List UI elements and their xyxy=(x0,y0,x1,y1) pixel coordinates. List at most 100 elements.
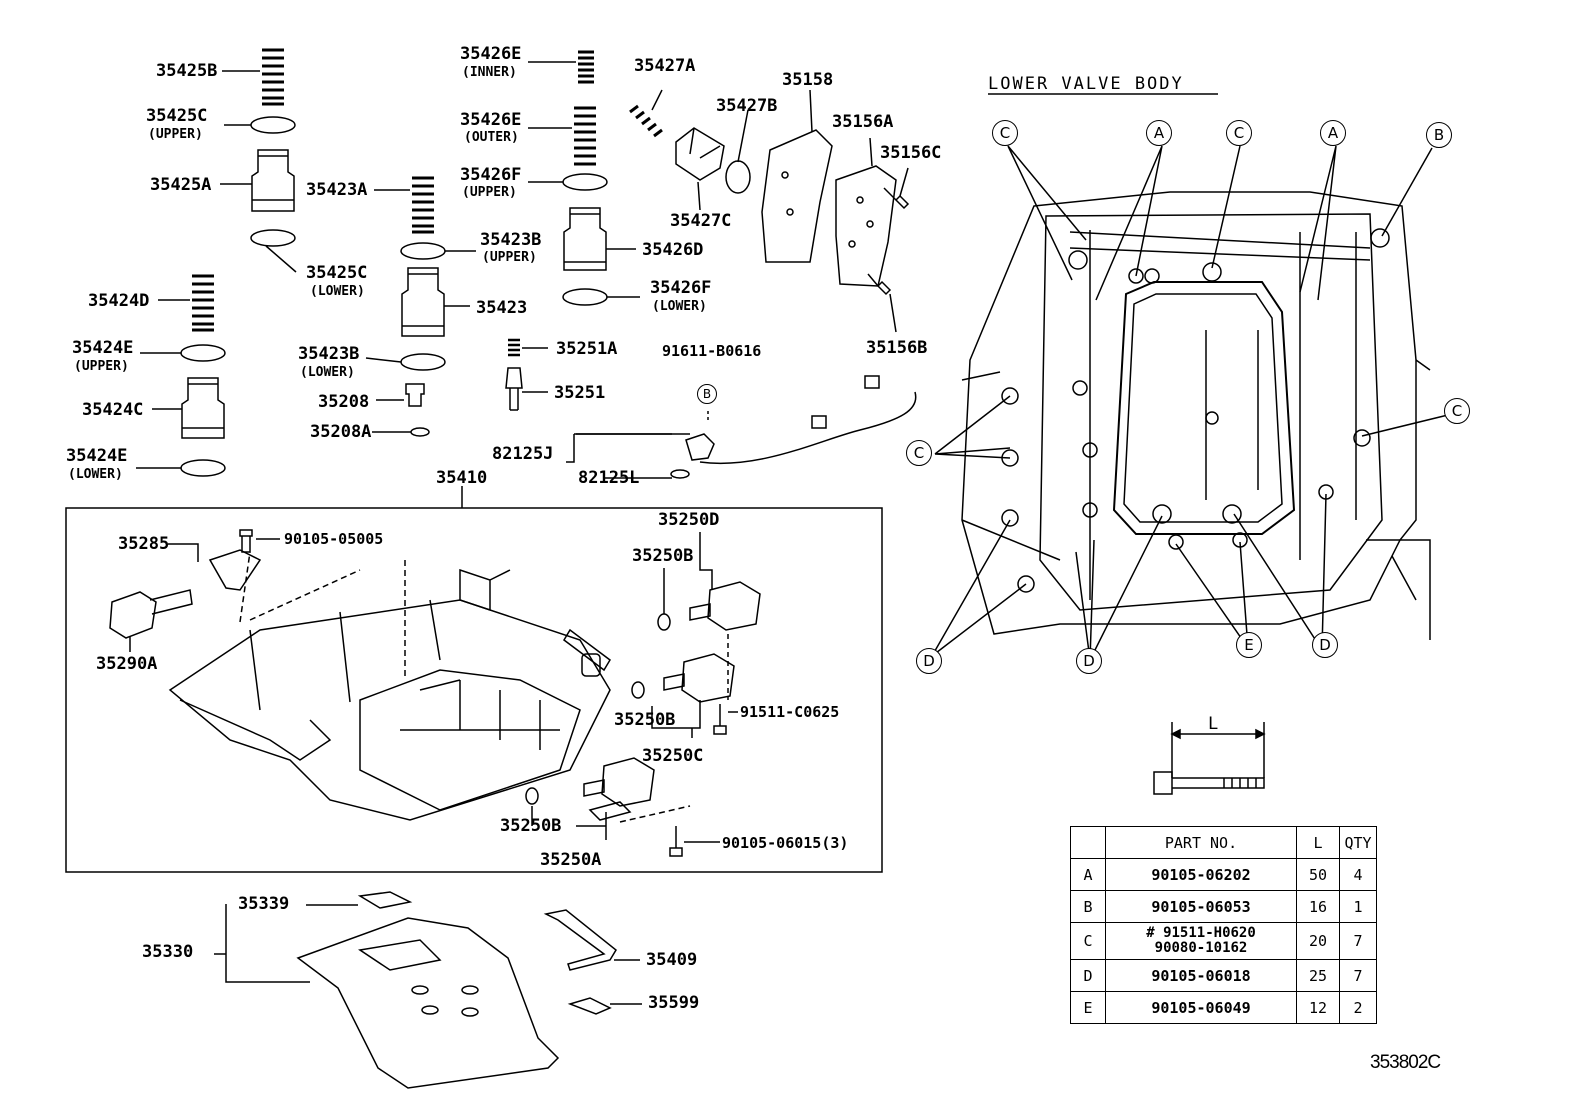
bolt-91511-C0625 xyxy=(713,704,738,735)
label-35423B-lower-note: (LOWER) xyxy=(300,365,355,380)
plate-35158 xyxy=(761,89,833,263)
assembly-box-35410 xyxy=(65,507,883,873)
label-35250C: 35250C xyxy=(642,746,704,766)
label-35425C-upper-note: (UPPER) xyxy=(148,127,203,142)
label-35426E-outer: 35426E xyxy=(460,110,522,130)
header-part-no: PART NO. xyxy=(1105,826,1297,859)
callout-c-left: C xyxy=(906,440,932,466)
callout-e: E xyxy=(1236,632,1262,658)
oring-35423B-lower xyxy=(365,353,446,371)
callout-a-top-right: A xyxy=(1320,120,1346,146)
label-35426D: 35426D xyxy=(642,240,704,260)
table-row: D 90105-06018 25 7 xyxy=(1070,959,1377,992)
callout-b-marker: B xyxy=(697,384,717,404)
label-35425C-upper: 35425C xyxy=(146,106,208,126)
label-35426F-lower-note: (LOWER) xyxy=(652,299,707,314)
label-82125J: 82125J xyxy=(492,444,554,464)
callout-c-right: C xyxy=(1444,398,1470,424)
spring-35251A xyxy=(508,338,548,357)
piston-35425A xyxy=(220,149,295,212)
callout-c-top-left: C xyxy=(992,120,1018,146)
oring-35424E-lower xyxy=(136,459,226,477)
label-35250B-bottom: 35250B xyxy=(500,816,562,836)
label-35427A: 35427A xyxy=(634,56,696,76)
label-35425B: 35425B xyxy=(156,61,218,81)
label-35158: 35158 xyxy=(782,70,834,90)
piston-35424C xyxy=(152,377,225,439)
label-35409: 35409 xyxy=(646,950,698,970)
label-35424E-upper-note: (UPPER) xyxy=(74,359,129,374)
label-35156A: 35156A xyxy=(832,112,894,132)
wire-harness xyxy=(576,375,917,479)
label-35423B-upper-note: (UPPER) xyxy=(482,250,537,265)
row-qty: 7 xyxy=(1339,922,1377,960)
label-91611-B0616: 91611-B0616 xyxy=(662,342,762,360)
header-key xyxy=(1070,826,1106,859)
oring-35425C-upper xyxy=(224,116,296,134)
row-key: E xyxy=(1070,991,1106,1024)
row-part-no: 90105-06053 xyxy=(1105,890,1297,923)
oring-35424E-upper xyxy=(140,344,226,362)
label-35208A: 35208A xyxy=(310,422,372,442)
header-qty: QTY xyxy=(1339,826,1377,859)
row-length: 16 xyxy=(1296,890,1340,923)
header-length: L xyxy=(1296,826,1340,859)
solenoid-35250A xyxy=(525,757,691,840)
solenoid-35250C xyxy=(631,653,735,738)
label-35251A: 35251A xyxy=(556,339,618,359)
row-length: 20 xyxy=(1296,922,1340,960)
spring-35599 xyxy=(567,997,642,1015)
row-qty: 2 xyxy=(1339,991,1377,1024)
callout-d-left: D xyxy=(916,648,942,674)
label-90105-06015: 90105-06015(3) xyxy=(722,834,849,852)
label-35423: 35423 xyxy=(476,298,528,318)
bolt-spec-header-row: PART NO. L QTY xyxy=(1070,826,1377,859)
label-35156B: 35156B xyxy=(866,338,928,358)
solenoid-35290A xyxy=(109,589,193,652)
label-35250D: 35250D xyxy=(658,510,720,530)
solenoid-35250D xyxy=(657,532,761,700)
row-qty: 4 xyxy=(1339,858,1377,891)
label-35426F-upper-note: (UPPER) xyxy=(462,185,517,200)
label-35208: 35208 xyxy=(318,392,370,412)
label-35424E-upper: 35424E xyxy=(72,338,134,358)
bolt-90105-05005 xyxy=(239,529,280,553)
gasket-35339 xyxy=(306,891,413,909)
label-35426E-outer-note: (OUTER) xyxy=(464,130,519,145)
row-part-no: 90105-06202 xyxy=(1105,858,1297,891)
row-key: C xyxy=(1070,922,1106,960)
label-35423B-lower: 35423B xyxy=(298,344,360,364)
label-35290A: 35290A xyxy=(96,654,158,674)
table-row: C # 91511-H0620 90080-10162 20 7 xyxy=(1070,922,1377,960)
label-35425C-lower: 35425C xyxy=(306,263,368,283)
bolt-spec-table: PART NO. L QTY A 90105-06202 50 4 B 9010… xyxy=(1070,826,1377,1024)
row-part-no-alt: 90080-10162 xyxy=(1154,940,1248,956)
table-row: B 90105-06053 16 1 xyxy=(1070,890,1377,923)
label-35423A: 35423A xyxy=(306,180,368,200)
label-35424C: 35424C xyxy=(82,400,144,420)
label-91511-C0625: 91511-C0625 xyxy=(740,703,840,721)
oring-35423B-upper xyxy=(400,242,476,260)
label-35339: 35339 xyxy=(238,894,290,914)
label-35251: 35251 xyxy=(554,383,606,403)
label-35599: 35599 xyxy=(648,993,700,1013)
bolt-35156B xyxy=(867,273,897,333)
label-35250A: 35250A xyxy=(540,850,602,870)
piston-35423 xyxy=(401,267,470,337)
label-35427B: 35427B xyxy=(716,96,778,116)
spring-35426E-outer xyxy=(528,106,596,166)
oring-35208A xyxy=(372,427,430,437)
oring-35426F-lower xyxy=(562,288,640,306)
row-part-no: 90105-06018 xyxy=(1105,959,1297,992)
bracket-35285 xyxy=(168,543,262,591)
row-key: A xyxy=(1070,858,1106,891)
label-35426F-lower: 35426F xyxy=(650,278,712,298)
bolt-length-diagram xyxy=(1153,722,1266,795)
row-part-no-alternates: # 91511-H0620 90080-10162 xyxy=(1105,922,1297,960)
label-35426E-inner-note: (INNER) xyxy=(462,65,517,80)
plate-35156A xyxy=(835,137,897,287)
spring-35425B xyxy=(222,48,284,106)
bolt-90105-06015 xyxy=(669,826,720,857)
row-qty: 1 xyxy=(1339,890,1377,923)
callout-b: B xyxy=(1426,122,1452,148)
